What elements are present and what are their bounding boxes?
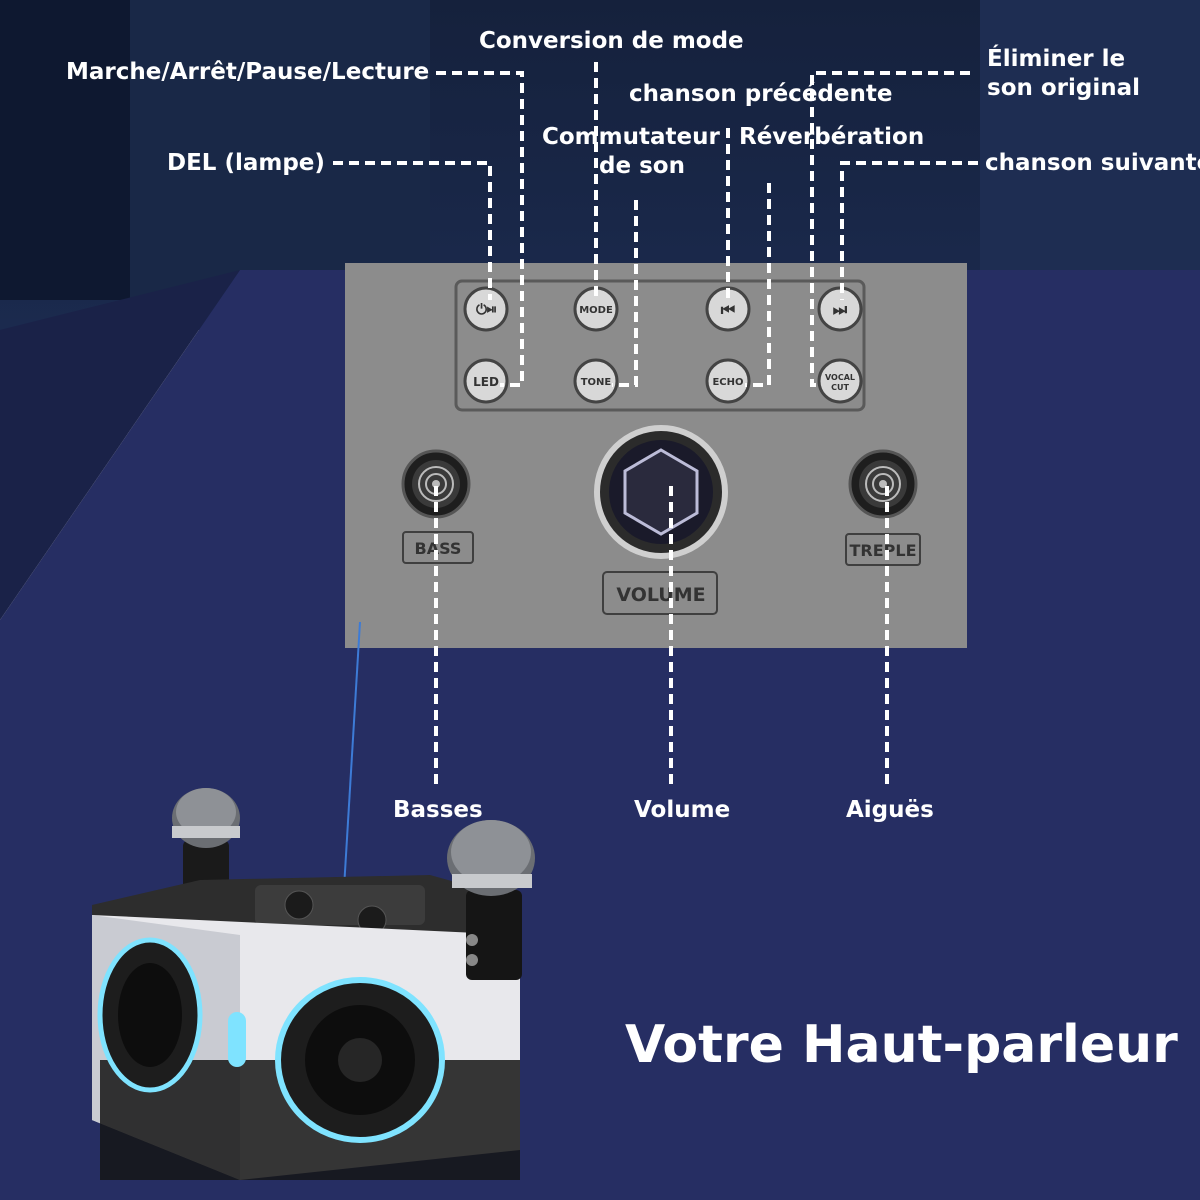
- prev-button[interactable]: ⏮: [705, 286, 751, 332]
- label-sound-switch-2: de son: [599, 153, 685, 179]
- echo-button[interactable]: ECHO: [705, 358, 751, 404]
- play-pause-icon: ⏻⏯: [476, 302, 496, 318]
- label-volume: Volume: [634, 797, 731, 823]
- karaoke-speaker-image: [92, 788, 535, 1180]
- mode-button-label: MODE: [579, 305, 613, 316]
- label-led: DEL (lampe): [167, 150, 325, 176]
- vocal-cut-button[interactable]: VOCAL CUT: [817, 358, 863, 404]
- label-mode-conversion: Conversion de mode: [479, 28, 744, 54]
- label-vocal-cut-1: Éliminer le: [987, 46, 1126, 72]
- echo-button-label: ECHO: [712, 377, 743, 388]
- vocal-button-label-2: CUT: [831, 383, 849, 392]
- label-previous-song: chanson précédente: [629, 81, 893, 107]
- label-power: Marche/Arrêt/Pause/Lecture: [66, 59, 430, 85]
- next-icon: ⏭: [833, 300, 848, 319]
- volume-label-frame: [602, 571, 718, 615]
- button-group-frame: [454, 279, 866, 412]
- label-treble: Aiguës: [846, 797, 934, 823]
- vocal-button-label-1: VOCAL: [825, 373, 855, 382]
- leader-vocal: [810, 71, 970, 387]
- leader-next: [840, 161, 978, 300]
- led-button-label: LED: [473, 375, 499, 389]
- wall-panel: [130, 0, 430, 300]
- next-button[interactable]: ⏭: [817, 286, 863, 332]
- label-next-song: chanson suivante: [985, 150, 1200, 176]
- label-sound-switch-1: Commutateur: [542, 124, 720, 150]
- bass-knob-label: BASS: [415, 539, 462, 558]
- previous-icon: ⏮: [721, 300, 735, 319]
- led-button[interactable]: LED: [463, 358, 509, 404]
- leader-echo: [745, 183, 771, 387]
- leader-lines: [333, 62, 978, 790]
- power-button[interactable]: ⏻⏯: [463, 286, 509, 332]
- label-bass: Basses: [393, 797, 483, 823]
- treble-knob-label: TREPLE: [849, 541, 916, 560]
- wall-panel: [0, 0, 130, 300]
- tone-button[interactable]: TONE: [573, 358, 619, 404]
- tone-button-label: TONE: [581, 377, 612, 388]
- label-reverb: Réverbération: [739, 124, 925, 150]
- volume-knob-label: VOLUME: [616, 584, 705, 606]
- bass-label-frame: [402, 531, 474, 564]
- volume-knob[interactable]: [594, 425, 728, 559]
- leader-led: [333, 161, 492, 300]
- page-title: Votre Haut-parleur: [625, 1015, 1178, 1075]
- treble-knob[interactable]: [848, 449, 918, 519]
- pointer-line: [342, 621, 361, 906]
- leader-power: [436, 71, 524, 387]
- treble-label-frame: [845, 533, 921, 566]
- leader-tone: [612, 200, 638, 387]
- label-vocal-cut-2: son original: [987, 75, 1141, 101]
